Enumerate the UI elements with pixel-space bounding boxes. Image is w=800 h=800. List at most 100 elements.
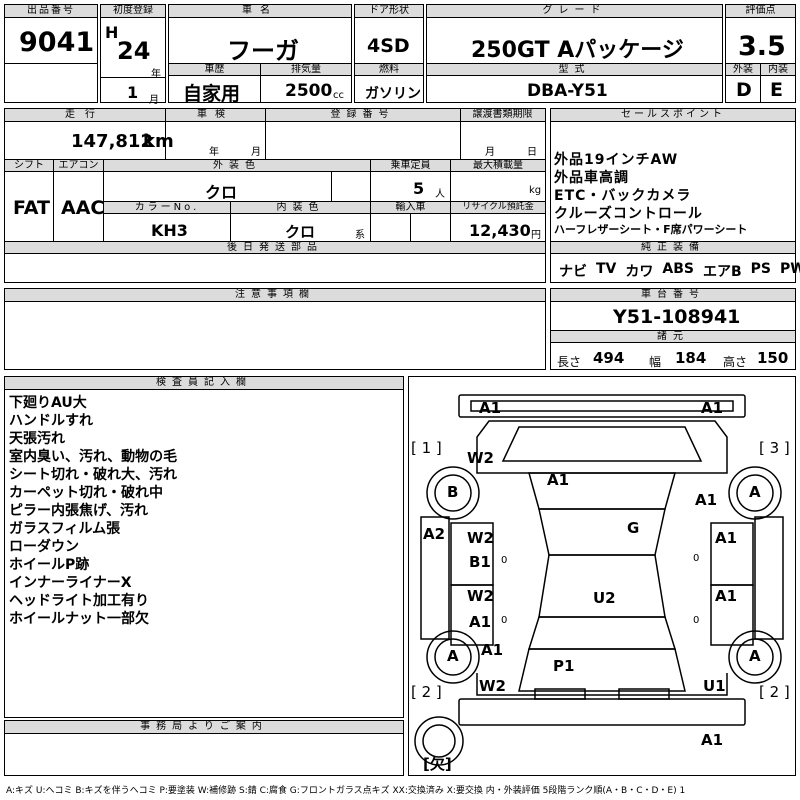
tag-3: [ 3 ] [759, 439, 790, 457]
aircon: AAC [61, 197, 105, 219]
remark-6: カーペット切れ・破れ中 [9, 485, 163, 501]
shift-label: シフト [4, 159, 54, 172]
remark-3: 天張汚れ [9, 431, 65, 447]
tag-2-right: [ 2 ] [759, 683, 790, 701]
grade-label: グレード [427, 5, 722, 18]
equipment-item: TV [596, 261, 617, 277]
reg-year-unit: 年 [151, 69, 161, 80]
width: 184 [675, 349, 707, 367]
shift: FAT [13, 197, 50, 219]
transfer-day-unit: 日 [527, 147, 537, 158]
car-name: フーガ [227, 37, 299, 65]
mileage: 147,812 [71, 131, 153, 152]
mark-door-lf-1: W2 [467, 529, 494, 547]
era-prefix: H [105, 23, 119, 42]
recycle-fee: 12,430 [469, 221, 531, 240]
remark-11: インナーライナーX [9, 575, 132, 591]
displacement-unit: cc [333, 90, 344, 101]
equipment-item: カワ [625, 264, 654, 280]
interior-color-label: 内装色 [230, 201, 371, 214]
tire-rear-left: A [447, 647, 459, 665]
remark-12: ヘッドライト加工有り [9, 593, 149, 609]
oval-mark: 0 [501, 555, 508, 566]
office-box: 事務局よりご案内 [4, 720, 404, 776]
sales-point-1: 外品19インチAW [554, 152, 679, 168]
displacement: 2500 [285, 81, 333, 101]
transfer-month-unit: 月 [485, 147, 495, 158]
capacity-unit: 人 [435, 189, 445, 200]
grade-box: グレード 250GT Aパッケージ 型式 DBA-Y51 [426, 4, 723, 103]
equipment-list: ナビ TV カワ ABS エアB PS PW [559, 261, 800, 281]
color-no: KH3 [151, 221, 188, 240]
interior-color-unit: 系 [355, 230, 365, 241]
mark-door-lf-2: B1 [469, 553, 491, 571]
model-code-label: 型式 [426, 63, 723, 76]
first-registration-label: 初度登録 [101, 5, 165, 18]
chassis-number: Y51-108941 [613, 306, 741, 328]
chassis-label: 車台番号 [551, 289, 795, 302]
mark-rear-left: W2 [479, 677, 506, 695]
sales-point-5: ハーフレザーシート・F席パワーシート [554, 223, 748, 236]
damage-diagram: [ 1 ] [ 3 ] [ 2 ] [ 2 ] [欠] A1 A1 W2 A1 … [408, 376, 796, 776]
length: 494 [593, 349, 625, 367]
reg-month-unit: 月 [149, 95, 159, 106]
sales-point-3: ETC・バックカメラ [554, 188, 692, 204]
recycle-label: リサイクル預託金 [450, 201, 546, 214]
lot-number: 9041 [19, 27, 95, 58]
mark-trunk: P1 [553, 657, 575, 675]
inspection-label: 車検 [165, 109, 265, 122]
mileage-label: 走行 [5, 109, 165, 122]
history-label: 車歴 [168, 63, 261, 76]
inspection-year-unit: 年 [209, 147, 219, 158]
door-box: ドア形状 4SD 燃料 ガソリン [354, 4, 424, 103]
sales-point-4: クルーズコントロール [554, 206, 703, 222]
exterior-grade-label: 外装 [725, 63, 761, 76]
chassis-box: 車台番号 Y51-108941 諸元 長さ 494 幅 184 高さ 150 [550, 288, 796, 370]
mark-front-left: A1 [479, 399, 502, 417]
aircon-label: エアコン [53, 159, 104, 172]
remark-7: ピラー内張焦げ、汚れ [9, 503, 149, 519]
exterior-color: クロ [205, 183, 238, 202]
dims-label: 諸元 [550, 330, 796, 343]
max-load-label: 最大積載量 [450, 159, 546, 172]
oval-mark: 0 [693, 615, 700, 626]
mark-rear-bottom: A1 [701, 731, 724, 749]
recycle-unit: 円 [531, 230, 541, 241]
car-outline [414, 394, 784, 766]
tag-1: [ 1 ] [411, 439, 442, 457]
inspection-month-unit: 月 [251, 147, 261, 158]
mark-door-lr-2: A1 [469, 613, 492, 631]
score-label: 評価点 [726, 5, 795, 18]
mark-rear-right: U1 [703, 677, 726, 695]
carname-box: 車名 フーガ 車歴 排気量 自家用 2500 cc [168, 4, 352, 105]
interior-grade: E [770, 79, 783, 101]
mark-front-right: A1 [701, 399, 724, 417]
remark-8: ガラスフィルム張 [9, 521, 121, 537]
color-no-label: カラーNo. [103, 201, 231, 214]
lot-number-label: 出品番号 [5, 5, 97, 18]
equipment-item: ABS [662, 261, 694, 277]
length-label: 長さ [557, 355, 582, 369]
height: 150 [757, 349, 789, 367]
grade: 250GT Aパッケージ [471, 38, 684, 63]
remark-10: ホイールP跡 [9, 557, 90, 573]
later-parts-label: 後日発送部品 [4, 241, 546, 254]
mark-hood-left: W2 [467, 449, 494, 467]
inspector-label: 検査員記入欄 [5, 377, 403, 390]
equipment-item: PW [780, 261, 800, 277]
max-load-unit: kg [529, 185, 542, 196]
oval-mark: 0 [693, 553, 700, 564]
capacity-label: 乗車定員 [370, 159, 451, 172]
overall-score: 3.5 [738, 31, 786, 62]
details-box: 走行 車検 登録番号 譲渡書類期限 147,812 km 年 月 月 日 シフト… [4, 108, 546, 283]
width-label: 幅 [649, 355, 662, 369]
fuel-label: 燃料 [354, 63, 424, 76]
mark-door-lr-1: W2 [467, 587, 494, 605]
reg-month: 1 [127, 83, 139, 102]
sales-points-box: セールスポイント 外品19インチAW 外品車高調 ETC・バックカメラ クルーズ… [550, 108, 800, 283]
door-type: 4SD [367, 35, 410, 57]
displacement-label: 排気量 [260, 63, 352, 76]
reg-year: 24 [117, 37, 151, 65]
mark-door-rr: A1 [715, 587, 738, 605]
mileage-unit: km [143, 131, 174, 152]
